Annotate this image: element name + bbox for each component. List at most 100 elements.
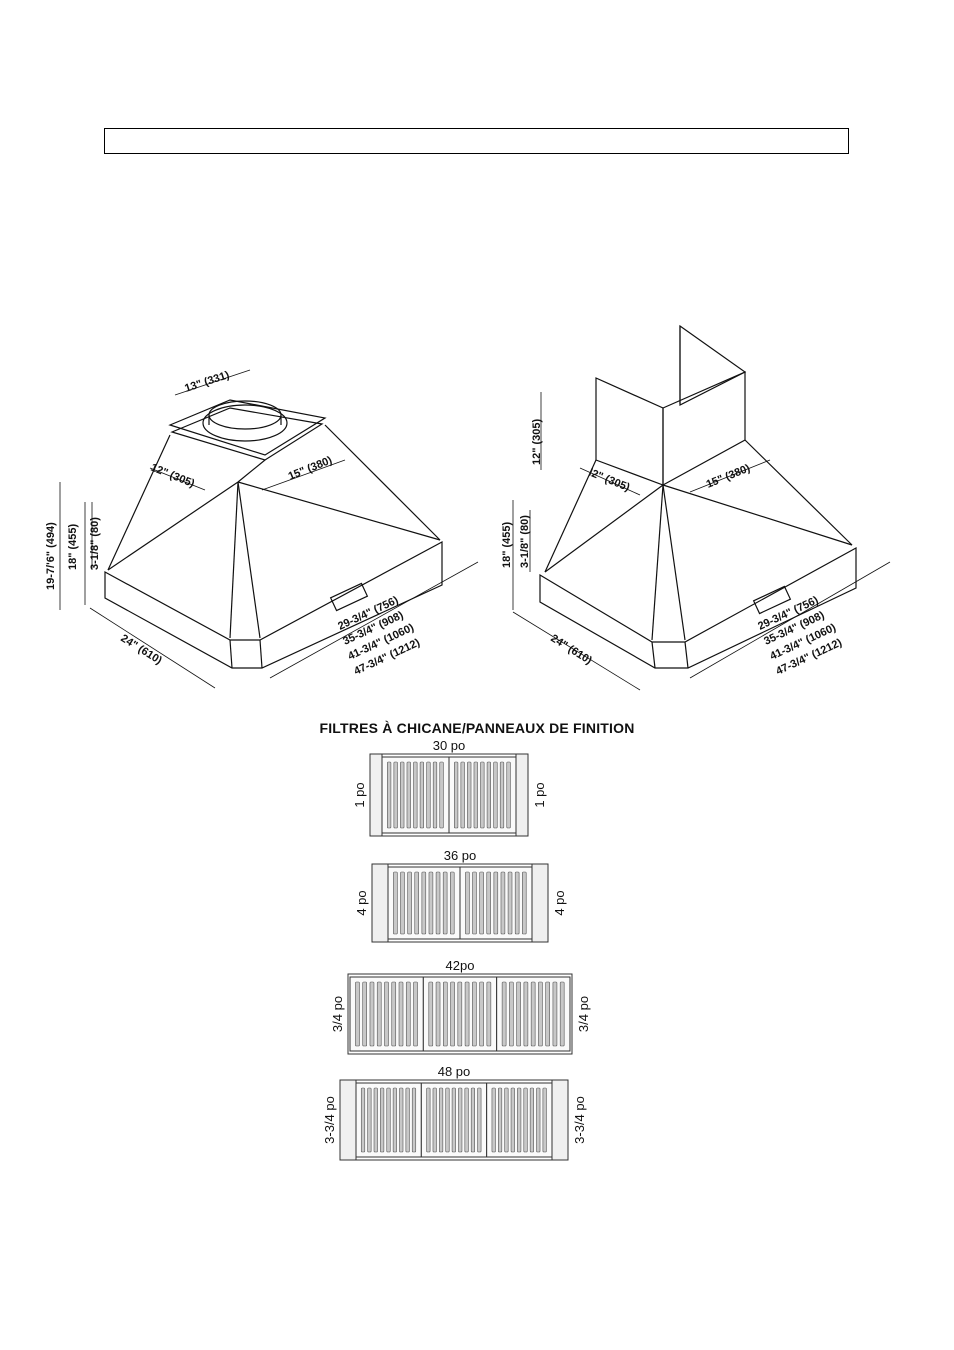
baffle-slot (401, 872, 405, 934)
filter-size-label: 48 po (438, 1064, 471, 1079)
baffle-slot (492, 1088, 496, 1152)
side-label-left: 4 po (354, 890, 369, 915)
baffle-slot (394, 762, 398, 828)
baffle-slot (481, 762, 485, 828)
baffle-slot (452, 1088, 456, 1152)
side-label-left: 3/4 po (330, 996, 345, 1032)
end-panel-left (372, 864, 388, 942)
baffle-slot (415, 872, 419, 934)
baffle-slot (524, 1088, 528, 1152)
side-label-right: 3-3/4 po (572, 1096, 587, 1144)
baffle-slot (458, 1088, 462, 1152)
end-panel-right (516, 754, 528, 836)
baffle-slot (465, 982, 469, 1046)
filter-size-label: 30 po (433, 738, 466, 753)
baffle-slot (399, 1088, 403, 1152)
baffle-slot (443, 872, 447, 934)
filter-size-label: 36 po (444, 848, 477, 863)
baffle-slot (553, 982, 557, 1046)
baffle-slot (498, 1088, 502, 1152)
hood-drawings: 13" (331) 12" (305) 15" (380) 19-7/'6" (… (45, 300, 954, 700)
dim-height-front: 3-1/8" (80) (519, 515, 531, 568)
baffle-slot (494, 872, 498, 934)
header-box (104, 128, 849, 154)
filter-size-label: 42po (446, 958, 475, 973)
baffle-slot (478, 1088, 482, 1152)
end-panel-right (552, 1080, 568, 1160)
baffle-slot (458, 982, 462, 1046)
dim-depth-top-left: 12" (305) (149, 462, 197, 491)
baffle-slot (505, 1088, 509, 1152)
baffle-slot (393, 1088, 397, 1152)
dim-depth-bottom: 24" (610) (118, 632, 164, 667)
baffle-slot (502, 982, 506, 1046)
end-panel-left (370, 754, 382, 836)
baffle-slot (451, 982, 455, 1046)
baffle-slot (530, 1088, 534, 1152)
baffle-slot (473, 872, 477, 934)
baffle-slot (501, 872, 505, 934)
baffle-slot (374, 1088, 378, 1152)
baffle-slot (474, 762, 478, 828)
baffle-slot (368, 1088, 372, 1152)
dim-chimney-height: 12" (305) (531, 418, 543, 465)
baffle-slot (433, 762, 437, 828)
dim-depth-top-right: 15" (380) (287, 454, 335, 483)
filter-panel-3: 42po 3/4 po 3/4 po (330, 958, 591, 1054)
hood-right-labels: 12" (305) l2" (305) 15" (380) 18" (455) … (501, 418, 844, 677)
dim-depth-bottom: 24" (610) (548, 632, 594, 667)
baffle-slot (387, 762, 391, 828)
side-label-right: 4 po (552, 890, 567, 915)
dim-height-total: 19-7/'6" (494) (45, 522, 57, 590)
baffle-slot (531, 982, 535, 1046)
baffle-slot (472, 982, 476, 1046)
baffle-slot (543, 1088, 547, 1152)
baffle-slot (429, 982, 433, 1046)
filter-panel-2: 36 po 4 po 4 po (354, 848, 567, 942)
baffle-slot (467, 762, 471, 828)
baffle-slot (471, 1088, 475, 1152)
baffle-slot (370, 982, 374, 1046)
baffle-slot (461, 762, 465, 828)
end-panel-left (340, 1080, 356, 1160)
baffle-slot (515, 872, 519, 934)
baffle-slot (465, 1088, 469, 1152)
baffle-slot (412, 1088, 416, 1152)
baffle-slot (436, 872, 440, 934)
baffle-slot (454, 762, 458, 828)
baffle-slot (446, 1088, 450, 1152)
baffle-slot (517, 982, 521, 1046)
baffle-slot (443, 982, 447, 1046)
dim-height-body: 18" (455) (67, 523, 79, 570)
baffle-slot (494, 762, 498, 828)
baffle-slot (406, 1088, 410, 1152)
baffle-slot (509, 982, 513, 1046)
hood-left-labels: 13" (331) 12" (305) 15" (380) 19-7/'6" (… (45, 369, 422, 678)
baffle-slot (537, 1088, 541, 1152)
baffle-slot (387, 1088, 391, 1152)
baffle-slot (355, 982, 359, 1046)
baffle-slot (508, 872, 512, 934)
baffle-slot (433, 1088, 437, 1152)
baffle-slot (511, 1088, 515, 1152)
end-panel-right (532, 864, 548, 942)
baffle-slot (406, 982, 410, 1046)
baffle-slot (480, 872, 484, 934)
baffle-slot (400, 762, 404, 828)
baffle-slot (465, 872, 469, 934)
baffle-slot (500, 762, 504, 828)
baffle-slot (522, 872, 526, 934)
baffle-slot (384, 982, 388, 1046)
side-label-left: 3-3/4 po (322, 1096, 337, 1144)
baffle-slot (392, 982, 396, 1046)
baffle-slot (407, 762, 411, 828)
side-label-left: 1 po (352, 782, 367, 807)
baffle-slot (560, 982, 564, 1046)
baffle-slot (436, 982, 440, 1046)
baffle-slot (524, 982, 528, 1046)
dim-height-front: 3-1/8" (80) (89, 517, 101, 570)
baffle-slot (517, 1088, 521, 1152)
side-label-right: 3/4 po (576, 996, 591, 1032)
